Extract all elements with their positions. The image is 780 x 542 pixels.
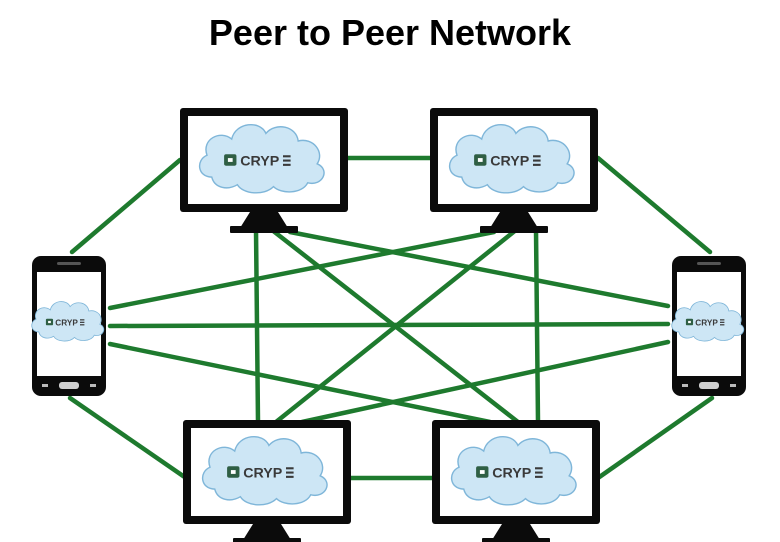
logo-cloud: CRYP [451, 436, 577, 506]
monitor-top-right: CRYP [430, 108, 598, 233]
phone-right: CRYP [671, 256, 746, 396]
video-camera-icon [476, 466, 489, 478]
cloud-icon [449, 124, 575, 194]
cloud-icon [199, 124, 325, 194]
logo-text: CRYP [695, 318, 718, 327]
page-title: Peer to Peer Network [208, 12, 572, 53]
link-phone-right-to-bottom-left [299, 339, 671, 425]
phone-left: CRYP [31, 256, 106, 396]
link-phone-left-to-phone-right [107, 321, 671, 329]
cloud-icon [202, 436, 328, 506]
link-phone-left-to-bottom-right [107, 341, 493, 425]
monitor-top-left: CRYP [180, 108, 348, 233]
cloud-icon [31, 301, 105, 342]
link-top-right-to-phone-right [595, 155, 713, 255]
triple-bar-e-icon [286, 467, 294, 478]
link-phone-right-to-bottom-right [595, 395, 715, 481]
video-camera-icon [227, 466, 240, 478]
triple-bar-e-icon [535, 467, 543, 478]
triple-bar-e-icon [720, 319, 725, 326]
cloud-icon [451, 436, 577, 506]
video-camera-icon [685, 318, 694, 326]
monitor-bottom-left: CRYP [183, 420, 351, 542]
cloud-icon [671, 301, 745, 342]
triple-bar-e-icon [80, 319, 85, 326]
video-camera-icon [224, 154, 237, 166]
link-phone-left-to-bottom-left [67, 395, 189, 481]
link-top-left-to-phone-right [287, 229, 671, 309]
logo-cloud: CRYP [31, 301, 105, 342]
logo-cloud: CRYP [202, 436, 328, 506]
logo-cloud: CRYP [449, 124, 575, 194]
logo-cloud: CRYP [671, 301, 745, 342]
logo-text: CRYP [492, 466, 532, 482]
monitor-bottom-right: CRYP [432, 420, 600, 542]
triple-bar-e-icon [533, 155, 541, 166]
video-camera-icon [45, 318, 54, 326]
link-top-right-to-phone-left [107, 229, 497, 311]
logo-text: CRYP [490, 154, 530, 170]
video-camera-icon [474, 154, 487, 166]
logo-text: CRYP [55, 318, 78, 327]
link-top-left-to-phone-left [69, 157, 183, 255]
logo-text: CRYP [243, 466, 283, 482]
logo-text: CRYP [240, 154, 280, 170]
logo-cloud: CRYP [199, 124, 325, 194]
triple-bar-e-icon [283, 155, 291, 166]
